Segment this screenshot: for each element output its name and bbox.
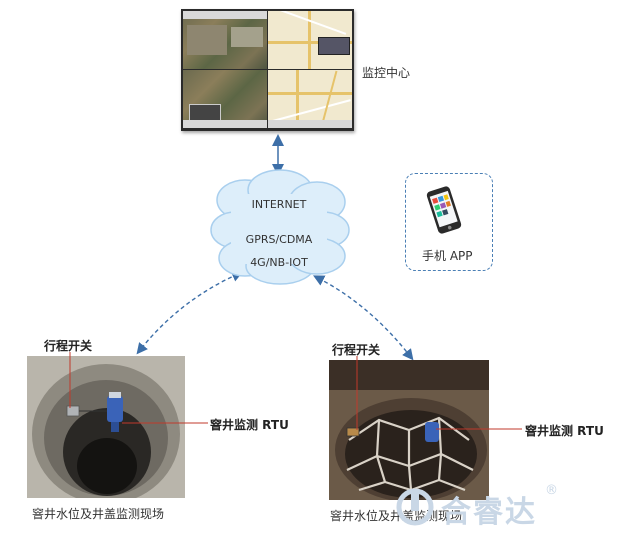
right-site-photo: [329, 360, 489, 500]
brand-registered-mark: ®: [545, 483, 558, 498]
monitoring-video-wall: [181, 9, 354, 131]
brand-logo-icon: [396, 488, 434, 526]
right-travel-switch-label: 行程开关: [332, 343, 381, 357]
wall-screen-top-left: [183, 11, 267, 69]
right-rtu-pointer: [436, 428, 522, 430]
left-site-photo: [27, 356, 185, 498]
wall-screen-bottom-right: [268, 70, 352, 128]
left-switch-pointer: [69, 352, 71, 408]
wall-screen-top-right: [268, 11, 352, 69]
left-travel-switch-label: 行程开关: [44, 339, 93, 353]
left-rtu-label: 窨井监测 RTU: [210, 418, 289, 432]
left-rtu-pointer: [122, 422, 208, 424]
link-cloud-right-site: [313, 275, 414, 361]
brand-watermark: 合睿达 ®: [395, 483, 595, 533]
cloud-label-4g-nbiot: 4G/NB-IOT: [250, 256, 308, 269]
cloud-label-gprs-cdma: GPRS/CDMA: [245, 233, 313, 246]
monitoring-center-label: 监控中心: [362, 66, 411, 80]
mobile-app-box: [405, 173, 493, 271]
wall-screen-bottom-left: [183, 70, 267, 128]
right-rtu-label: 窨井监测 RTU: [525, 424, 604, 438]
network-cloud: [210, 169, 350, 285]
left-site-caption: 窨井水位及井盖监测现场: [32, 507, 165, 521]
brand-name: 合睿达: [441, 495, 537, 530]
right-switch-pointer: [356, 356, 358, 430]
cloud-label-internet: INTERNET: [251, 198, 307, 211]
mobile-app-label: 手机 APP: [422, 249, 473, 263]
smartphone-icon: [426, 186, 462, 234]
